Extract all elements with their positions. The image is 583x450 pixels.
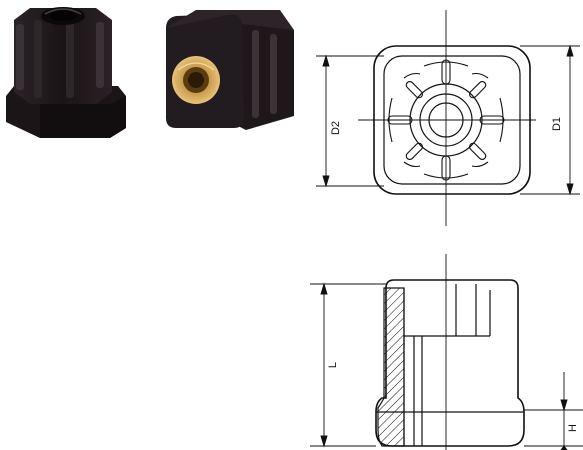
- product-photo-plastic-insert: [6, 7, 126, 138]
- dimension-h: [524, 372, 583, 450]
- side-view-drawing: [375, 254, 525, 450]
- label-d2: D2: [330, 121, 342, 135]
- product-photo-brass-insert: [166, 10, 294, 130]
- label-l: L: [327, 362, 339, 368]
- label-d1: D1: [551, 117, 563, 131]
- dimension-d2: [316, 54, 384, 188]
- label-h: H: [567, 424, 579, 432]
- dimension-d1: [520, 44, 580, 196]
- dimension-l: [310, 282, 386, 448]
- top-view-drawing: [358, 10, 536, 226]
